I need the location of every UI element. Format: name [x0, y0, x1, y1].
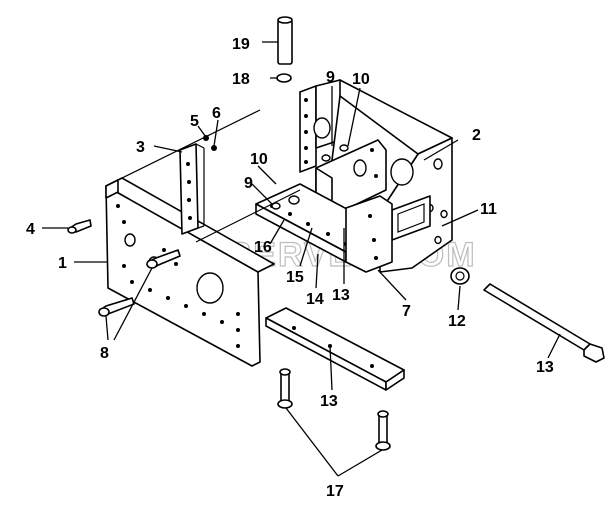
top-pin-part-19 [276, 16, 293, 83]
callout-13-center: 13 [332, 287, 350, 304]
callout-19: 19 [232, 36, 250, 53]
callout-12: 12 [448, 313, 466, 330]
leader-lines [42, 41, 561, 477]
callout-15: 15 [286, 269, 304, 286]
callout-5: 5 [190, 113, 199, 130]
callout-13-rail: 13 [320, 393, 338, 410]
bottom-rail-part-13 [265, 307, 405, 391]
callout-7: 7 [402, 303, 411, 320]
vertical-strip-part-3 [179, 143, 205, 235]
callout-18: 18 [232, 71, 250, 88]
callout-4: 4 [26, 221, 35, 238]
callout-17: 17 [326, 483, 344, 500]
callout-6: 6 [212, 105, 221, 122]
long-bolt-part-13 [483, 283, 605, 363]
bottom-bolts-part-17 [277, 368, 391, 451]
callout-10-mid: 10 [250, 151, 268, 168]
callout-2: 2 [472, 127, 481, 144]
callout-14: 14 [306, 291, 324, 308]
callout-9-mid: 9 [244, 175, 253, 192]
callout-16: 16 [254, 239, 272, 256]
callout-9-top: 9 [326, 69, 335, 86]
callout-3: 3 [136, 139, 145, 156]
left-bolts-part-8 [98, 249, 181, 317]
callout-10-top: 10 [352, 71, 370, 88]
bracket-assembly [255, 139, 393, 273]
callout-11: 11 [480, 201, 497, 218]
callout-8: 8 [100, 345, 109, 362]
callout-1: 1 [58, 255, 67, 272]
callout-13-bolt: 13 [536, 359, 554, 376]
nut-part-12 [450, 267, 470, 285]
callouts: 19 18 9 10 2 3 5 6 10 9 4 1 16 15 14 13 … [26, 36, 554, 500]
